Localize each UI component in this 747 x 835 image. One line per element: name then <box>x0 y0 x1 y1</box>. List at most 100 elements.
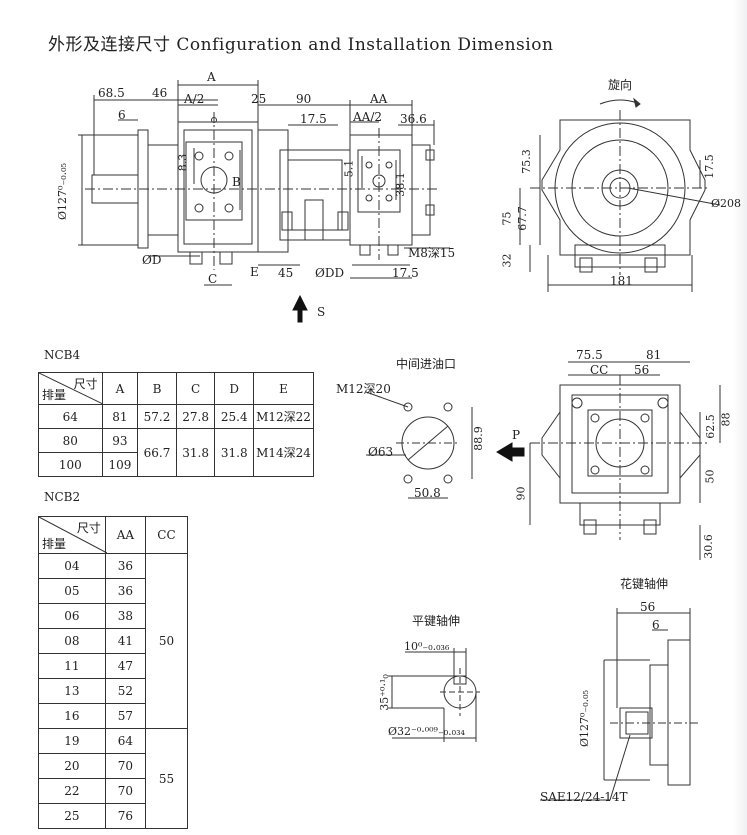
p-arrow-icon <box>496 442 525 462</box>
spline-d56: 56 <box>640 600 656 614</box>
dim-75: 75 <box>500 211 514 226</box>
dim-shaft-dia: Ø127⁰₋₀.₀₅ <box>55 163 69 220</box>
page-title: 外形及连接尺寸 Configuration and Installation D… <box>48 35 554 55</box>
arrow-p-label: P <box>512 428 521 442</box>
flat-key-drawing <box>388 648 480 742</box>
ncb4-corner-header: 尺寸 排量 <box>38 372 103 405</box>
ncb2-label: NCB2 <box>44 490 81 504</box>
ncb2-hdr-size: 尺寸 <box>76 521 101 535</box>
dim-36-6: 36.6 <box>400 112 427 126</box>
rotation-view-drawing <box>519 97 721 292</box>
dim-a-half: A/2 <box>184 92 205 106</box>
ncb4-cell: 57.2 <box>137 404 177 429</box>
dim-25: 25 <box>251 92 267 106</box>
dim-aa: AA <box>370 92 388 106</box>
ncb4-cell: M14深24 <box>253 428 314 477</box>
ncb4-col-b: B <box>137 372 177 405</box>
dim-45: 45 <box>278 266 294 280</box>
dim-e: E <box>250 265 259 279</box>
main-pump-drawing <box>78 80 450 286</box>
front-d75-5: 75.5 <box>576 348 603 362</box>
dim-5-1: 5.1 <box>342 159 356 178</box>
ncb4-cell: 64 <box>38 404 103 429</box>
ncb4-col-a: A <box>101 372 139 405</box>
ncb2-cell: 04 <box>38 553 106 579</box>
ncb2-cell: 57 <box>104 703 146 729</box>
dim-17-5-b: 17.5 <box>392 266 419 280</box>
ncb4-cell: 66.7 <box>137 428 177 477</box>
ncb2-cell: 38 <box>104 603 146 629</box>
front-d81: 81 <box>646 348 662 362</box>
ncb2-cell: 70 <box>104 778 146 804</box>
ncb4-cell: 80 <box>38 428 103 453</box>
ncb2-hdr-disp: 排量 <box>42 537 67 551</box>
inlet-d88-9: 88.9 <box>471 426 485 451</box>
s-arrow-icon <box>292 294 308 323</box>
ncb4-table: 尺寸 排量 A B C D E 64 81 57.2 27.8 25.4 M12… <box>38 372 314 477</box>
ncb4-hdr-size: 尺寸 <box>73 377 98 391</box>
inlet-title: 中间进油口 <box>396 357 457 371</box>
dim-od: ØD <box>142 253 162 267</box>
ncb4-cell: 25.4 <box>214 404 255 429</box>
dim-odd: ØDD <box>315 266 345 280</box>
ncb2-cell: 05 <box>38 578 106 604</box>
ncb4-cell: 31.8 <box>214 428 255 477</box>
spline-d127: Ø127⁰₋₀.₀₅ <box>577 690 591 747</box>
ncb2-col-cc: CC <box>144 516 189 554</box>
dim-90: 90 <box>296 92 312 106</box>
inlet-m12: M12深20 <box>336 382 391 396</box>
dim-m8: M8深15 <box>408 246 456 260</box>
ncb2-cell: 36 <box>104 578 146 604</box>
dim-b: B <box>232 175 241 189</box>
dim-38-1: 38.1 <box>393 172 407 197</box>
flat-key-d10: 10⁰₋₀.₀₃₆ <box>404 640 450 653</box>
spline-d6: 6 <box>652 618 660 632</box>
spline-title: 花键轴伸 <box>620 577 669 591</box>
ncb2-cell: 06 <box>38 603 106 629</box>
ncb2-cell: 70 <box>104 753 146 779</box>
inlet-d63: Ø63 <box>368 445 394 459</box>
ncb2-cell: 08 <box>38 628 106 654</box>
dim-32: 32 <box>500 253 514 268</box>
flat-key-title: 平键轴伸 <box>412 614 461 628</box>
front-d56: 56 <box>634 363 650 377</box>
dim-208: Ø208 <box>711 197 742 210</box>
ncb2-cc-group: 50 <box>144 553 189 729</box>
front-d30-6: 30.6 <box>701 534 715 559</box>
ncb4-cell: 27.8 <box>175 404 216 429</box>
dim-6: 6 <box>118 108 126 122</box>
ncb4-cell: 100 <box>38 452 103 477</box>
front-view-drawing <box>529 361 721 560</box>
ncb2-cell: 41 <box>104 628 146 654</box>
ncb2-cell: 16 <box>38 703 106 729</box>
rotation-label: 旋向 <box>608 78 633 92</box>
ncb4-cell: 81 <box>101 404 139 429</box>
dim-c: C <box>208 272 218 286</box>
dim-75-3: 75.3 <box>519 149 533 174</box>
dim-67-7: 67.7 <box>515 206 529 231</box>
ncb2-cell: 25 <box>38 803 106 829</box>
ncb4-col-c: C <box>175 372 216 405</box>
ncb4-cell: 109 <box>101 452 139 477</box>
ncb4-cell: 93 <box>101 428 139 453</box>
ncb2-cc-group: 55 <box>144 728 189 829</box>
dim-46: 46 <box>152 86 168 100</box>
ncb2-cell: 52 <box>104 678 146 704</box>
ncb2-cell: 76 <box>104 803 146 829</box>
ncb2-cell: 19 <box>38 728 106 754</box>
page-edge-shadow <box>733 0 747 835</box>
ncb2-cell: 20 <box>38 753 106 779</box>
front-d88: 88 <box>719 412 733 427</box>
front-d90: 90 <box>514 486 528 501</box>
ncb2-col-aa: AA <box>104 516 146 554</box>
spline-shaft-drawing <box>540 608 700 801</box>
ncb4-col-e: E <box>253 372 314 405</box>
flat-key-d35: 35⁺⁰·¹₀ <box>377 674 391 711</box>
front-cc: CC <box>590 363 609 377</box>
dim-a: A <box>207 70 216 84</box>
ncb4-hdr-disp: 排量 <box>42 388 67 402</box>
dim-17-5-rot: 17.5 <box>702 154 716 179</box>
inlet-port-drawing <box>365 391 473 499</box>
ncb4-label: NCB4 <box>44 348 81 362</box>
